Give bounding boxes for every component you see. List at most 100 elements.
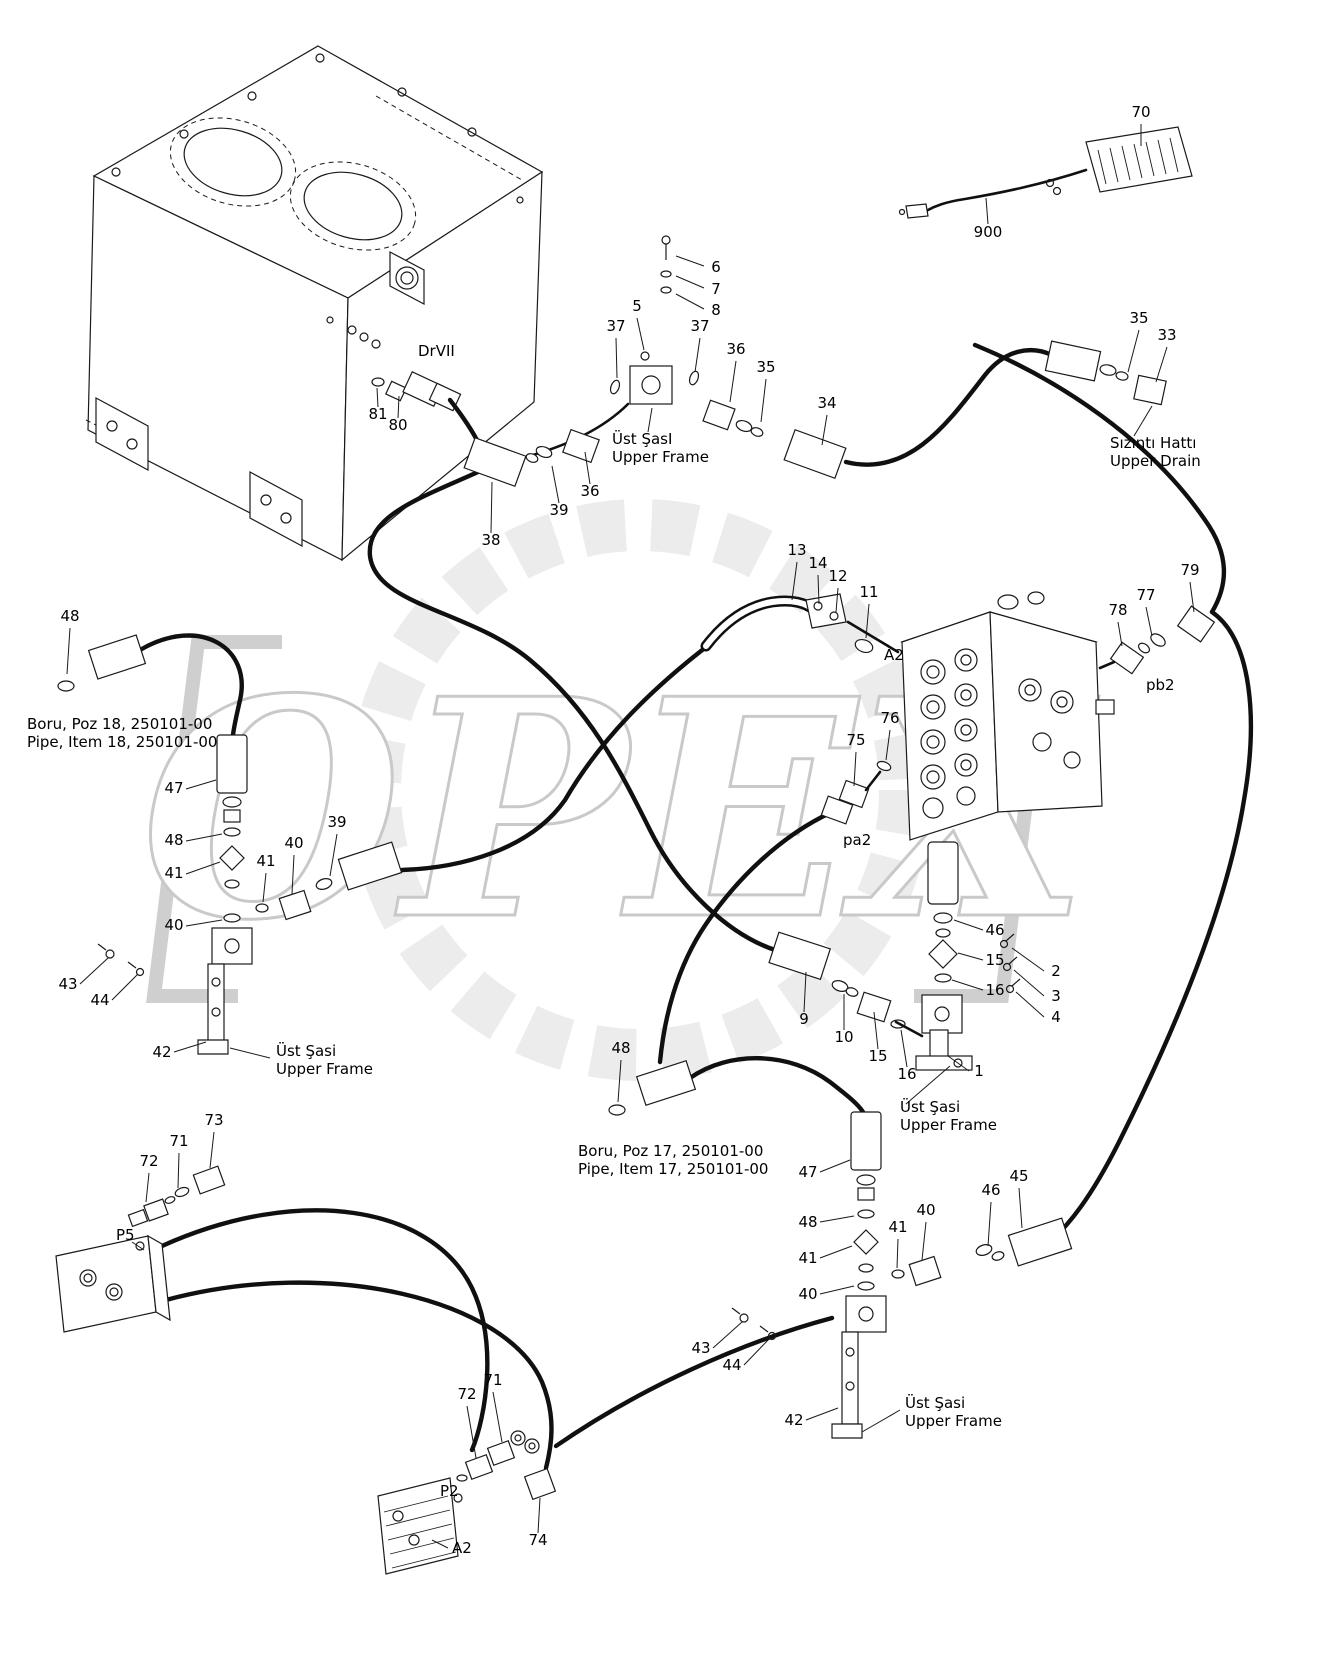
fitting-71b-nut — [486, 1440, 516, 1466]
callout-leader-line — [492, 1391, 503, 1443]
screw-4-shaft — [1011, 978, 1021, 987]
pa2-fittings — [820, 760, 892, 825]
label-upper-frame-bottom: Upper Frame — [905, 1412, 1002, 1430]
bracket-foot — [197, 1039, 229, 1055]
hose-top-to-pb2 — [972, 342, 1227, 615]
label-port-a2-center: A2 — [884, 646, 904, 664]
watermark-left-bracket — [146, 635, 282, 1003]
callout-71: 71 — [483, 1371, 502, 1389]
callout-44: 44 — [722, 1356, 741, 1374]
fitting-80-nut — [384, 380, 408, 402]
callout-leader-line — [957, 952, 984, 961]
upper-frame-tee-assembly — [463, 235, 847, 488]
hose-runs — [137, 342, 1254, 1471]
fitting-34-sleeve — [783, 428, 847, 480]
valve-top-cap — [997, 594, 1019, 610]
fitting-port — [524, 1438, 540, 1454]
screw-43b-shaft — [731, 1307, 741, 1315]
oring-41b — [255, 903, 269, 913]
callout-45: 45 — [1009, 1167, 1028, 1185]
p2-port — [453, 1493, 463, 1503]
hose-a2-up-right — [553, 1315, 835, 1449]
callout-46: 46 — [981, 1181, 1000, 1199]
screw-43b — [739, 1313, 749, 1323]
p5-port-inner — [83, 1273, 93, 1283]
callout-leader-line — [729, 360, 737, 403]
callout-leader-line — [953, 919, 984, 931]
callout-leader-line — [873, 1011, 879, 1050]
callout-leader-line — [376, 387, 379, 408]
tank-bolt — [467, 127, 477, 137]
callout-40: 40 — [916, 1201, 935, 1219]
small-fitting — [371, 339, 381, 349]
callout-16: 16 — [985, 981, 1004, 999]
tank-bolt — [397, 87, 407, 97]
oring — [456, 1474, 468, 1482]
callout-35: 35 — [1129, 309, 1148, 327]
fitting-port-inner — [528, 1442, 536, 1450]
fitting-81-ring — [371, 377, 385, 387]
tank-manhole-inner — [183, 127, 283, 197]
callout-leader-line — [262, 872, 267, 903]
fitting-72b-nut — [464, 1454, 494, 1480]
static-leaders — [647, 407, 653, 433]
fitting-74-nut — [523, 1467, 557, 1501]
callout-35: 35 — [756, 358, 775, 376]
p5-port — [105, 1283, 123, 1301]
pipe-sleeve-47 — [216, 734, 248, 794]
pedal-hatch — [1145, 141, 1155, 177]
tank-flange-plate — [389, 251, 425, 305]
fitting-ring — [750, 427, 764, 437]
washer-7 — [660, 270, 672, 278]
pedal-hatch — [1133, 143, 1143, 179]
p5-valve-side — [147, 1234, 171, 1322]
callout-42: 42 — [784, 1411, 803, 1429]
callout-72: 72 — [457, 1385, 476, 1403]
fitting-76-ring — [876, 760, 892, 772]
fitting-port — [510, 1430, 526, 1446]
callout-leader-line — [819, 1285, 855, 1295]
callout-11: 11 — [859, 583, 878, 601]
callout-48: 48 — [798, 1213, 817, 1231]
tank-flange-port — [395, 266, 419, 290]
hose-48-to-pipe18 — [137, 633, 244, 738]
callout-leader-line — [760, 378, 767, 423]
fitting-40d-nut — [908, 1255, 942, 1287]
oring-71 — [174, 1186, 190, 1198]
row-link — [894, 1020, 924, 1038]
callout-leader-line — [1145, 606, 1153, 637]
callout-leader-line — [551, 465, 560, 504]
ust-sasi-left-leader — [229, 1047, 271, 1059]
tank-bolt — [315, 53, 325, 63]
valve-port-inner — [960, 654, 972, 666]
label-ust-sasi-left: Üst Şasi — [276, 1041, 336, 1060]
bracket-foot-1 — [915, 1055, 973, 1071]
pa2-link — [864, 770, 882, 792]
upper-drain-fittings — [1044, 340, 1167, 437]
tank-right-face — [341, 170, 543, 562]
callout-43: 43 — [691, 1339, 710, 1357]
callout-14: 14 — [808, 554, 827, 572]
elbow-to-valve-link — [846, 620, 900, 654]
screw-2-shaft — [1005, 933, 1015, 942]
bracket-plate-42 — [207, 963, 225, 1043]
callout-10: 10 — [834, 1028, 853, 1046]
callout-leader-line — [987, 1201, 992, 1247]
callout-leader-line — [1013, 969, 1045, 997]
valve-port — [954, 648, 978, 672]
small-fitting — [359, 332, 369, 342]
callout-leader-line — [675, 293, 705, 310]
oring-40 — [223, 913, 241, 923]
p5-top-port — [135, 1241, 145, 1251]
valve-port-inner — [926, 770, 940, 784]
fitting-39-sleeve — [337, 841, 403, 891]
callout-1: 1 — [974, 1062, 984, 1080]
bracket-hole — [211, 977, 221, 987]
callout-38: 38 — [481, 531, 500, 549]
callout-leader-line — [921, 1221, 927, 1261]
callout-leader-line — [896, 1238, 899, 1269]
tank-fold-line — [375, 95, 523, 181]
bracket-hole — [126, 438, 138, 450]
callout-41: 41 — [798, 1249, 817, 1267]
